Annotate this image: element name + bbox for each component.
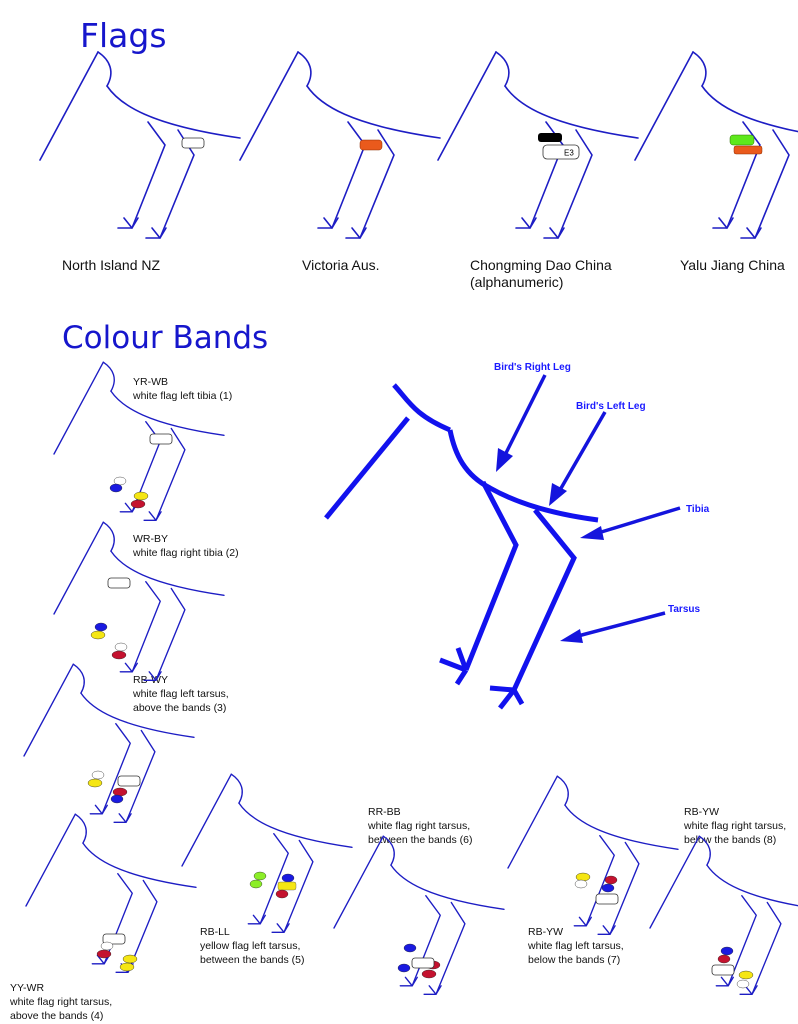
band-desc-8: white flag right tarsus, xyxy=(684,820,787,832)
band-desc-3b: above the bands (3) xyxy=(133,702,227,714)
band-bird-5 xyxy=(181,773,353,933)
label-birds-left-leg: Bird's Left Leg xyxy=(576,401,646,412)
band-desc-4b: above the bands (4) xyxy=(10,1010,104,1022)
band-code-5: RB-LL xyxy=(200,926,230,938)
band-desc-1: white flag left tibia (1) xyxy=(133,390,233,402)
label-tarsus: Tarsus xyxy=(668,604,700,615)
band-desc-6: white flag right tarsus, xyxy=(368,820,471,832)
white-flag-icon xyxy=(102,933,126,945)
band-bird-1 xyxy=(53,361,225,521)
flag-bird-chongming: E3 xyxy=(437,51,639,239)
anatomy-body xyxy=(447,429,599,523)
white-flag-icon xyxy=(117,775,141,787)
anatomy-back xyxy=(392,383,451,433)
label-birds-right-leg: Bird's Right Leg xyxy=(494,362,571,373)
green-flag-icon xyxy=(729,134,755,146)
band-desc-6b: between the bands (6) xyxy=(368,834,473,846)
band-code-1: YR-WB xyxy=(133,376,168,388)
band-bird-8 xyxy=(649,835,798,995)
band-bird-2 xyxy=(53,521,225,681)
band-desc-5b: between the bands (5) xyxy=(200,954,305,966)
arrow-tibia xyxy=(580,506,681,540)
flag-bird-north-island xyxy=(39,51,241,239)
orange-flag-icon xyxy=(359,139,383,151)
orange-flag-icon xyxy=(733,145,763,155)
flag-bird-victoria xyxy=(239,51,441,239)
colour-bands-heading: Colour Bands xyxy=(62,320,269,356)
yellow-flag-icon xyxy=(277,881,297,891)
band-code-2: WR-BY xyxy=(133,533,168,545)
flag-bird-yalu-jiang xyxy=(634,51,798,239)
white-flag-icon xyxy=(411,957,435,969)
band-desc-5: yellow flag left tarsus, xyxy=(200,940,301,952)
anatomy-left-leg xyxy=(511,508,577,692)
anatomy-neck xyxy=(324,416,410,520)
band-code-7: RB-YW xyxy=(528,926,563,938)
black-flag-icon xyxy=(538,133,562,142)
label-tibia: Tibia xyxy=(686,504,710,515)
band-bird-6 xyxy=(333,835,505,995)
band-code-8: RB-YW xyxy=(684,806,719,818)
band-bird-7 xyxy=(507,775,679,935)
band-desc-3: white flag left tarsus, xyxy=(133,688,229,700)
anatomy-right-leg xyxy=(463,480,519,671)
flags-heading: Flags xyxy=(80,16,167,55)
flag-caption-victoria: Victoria Aus. xyxy=(302,257,380,273)
band-bird-4 xyxy=(25,813,197,973)
white-flag-icon xyxy=(711,964,735,976)
flag-caption-chongming-sub: (alphanumeric) xyxy=(470,274,564,290)
band-code-6: RR-BB xyxy=(368,806,401,818)
flag-caption-north-island: North Island NZ xyxy=(62,257,161,273)
alphanumeric-flag-icon xyxy=(542,144,580,160)
band-code-4: YY-WR xyxy=(10,982,45,994)
arrow-left-leg xyxy=(549,411,607,506)
flag-caption-yalu-jiang: Yalu Jiang China xyxy=(680,257,785,273)
anatomy-diagram: Bird's Right Leg Bird's Left Leg Tibia T… xyxy=(324,362,710,710)
white-flag-icon xyxy=(149,433,173,445)
band-desc-4: white flag right tarsus, xyxy=(10,996,113,1008)
white-flag-icon xyxy=(107,577,131,589)
band-bird-3 xyxy=(23,663,195,823)
alphanumeric-code: E3 xyxy=(564,149,574,158)
anatomy-right-foot xyxy=(439,647,469,686)
band-desc-7: white flag left tarsus, xyxy=(528,940,624,952)
band-desc-2: white flag right tibia (2) xyxy=(133,547,239,559)
arrow-right-leg xyxy=(496,374,547,472)
anatomy-left-foot xyxy=(489,685,525,710)
flag-caption-chongming: Chongming Dao China xyxy=(470,257,612,273)
band-desc-7b: below the bands (7) xyxy=(528,954,621,966)
arrow-tarsus xyxy=(560,611,666,643)
white-flag-icon xyxy=(181,137,205,149)
white-flag-icon xyxy=(595,893,619,905)
